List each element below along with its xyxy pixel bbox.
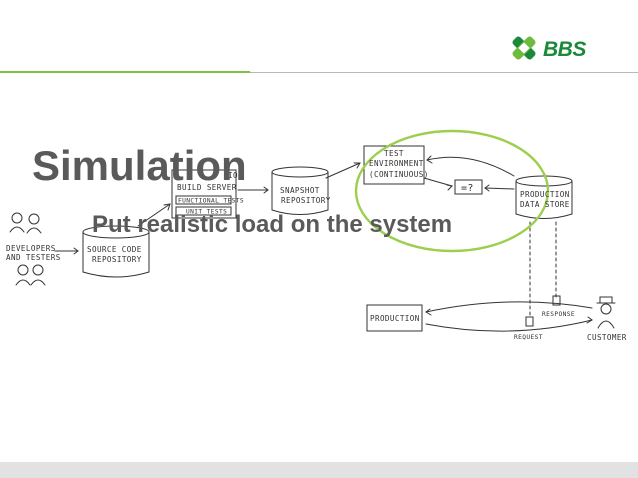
test-env-label: TEST (384, 149, 404, 158)
build-server-top-label: ION (228, 171, 243, 180)
arrow-snapshot-to-test (325, 162, 361, 179)
test-env-label-3: (CONTINUOUS) (369, 170, 429, 179)
test-env-label-2: ENVIRONMENT (369, 159, 424, 168)
source-repo-cylinder (82, 225, 150, 278)
source-repo-label-2: REPOSITORY (92, 255, 142, 264)
bbs-logo-icon (512, 36, 536, 60)
developers-label: DEVELOPERS (6, 244, 56, 253)
production-store-label: PRODUCTION (520, 190, 570, 199)
production-box (366, 304, 423, 332)
snapshot-repo-cylinder (271, 166, 329, 215)
slide-title: Simulation (32, 142, 247, 189)
developers-icon (9, 212, 46, 286)
build-server-box (171, 169, 237, 219)
slide-bullet: Put realistic load on the system (92, 211, 453, 238)
functional-tests-label: FUNCTIONAL TESTS (178, 198, 244, 205)
response-label: RESPONSE (542, 311, 575, 318)
footer-bar (0, 462, 638, 478)
developers-label-2: AND TESTERS (6, 253, 61, 262)
highlight-circle (354, 129, 550, 253)
snapshot-repo-label-2: REPOSITORY (281, 196, 331, 205)
source-repo-label: SOURCE CODE (87, 245, 142, 254)
compare-box (454, 179, 483, 195)
arrow-source-to-build (137, 203, 171, 227)
snapshot-repo-label: SNAPSHOT (280, 186, 320, 195)
response-doc-icon (552, 295, 561, 306)
request-doc-icon (525, 316, 534, 327)
production-label: PRODUCTION (370, 314, 420, 323)
customer-label: CUSTOMER (587, 333, 627, 342)
request-label: REQUEST (514, 334, 543, 341)
customer-icon (596, 296, 616, 329)
unit-tests-label: UNIT TESTS (186, 209, 227, 216)
header-divider (250, 72, 638, 73)
compare-label: =? (461, 183, 474, 194)
header-accent-line (0, 71, 250, 73)
logo-text: BBS (543, 38, 586, 61)
arrow-production-to-customer (425, 301, 593, 313)
production-store-label-2: DATA STORE (520, 200, 570, 209)
build-server-label: BUILD SERVER (177, 183, 237, 192)
